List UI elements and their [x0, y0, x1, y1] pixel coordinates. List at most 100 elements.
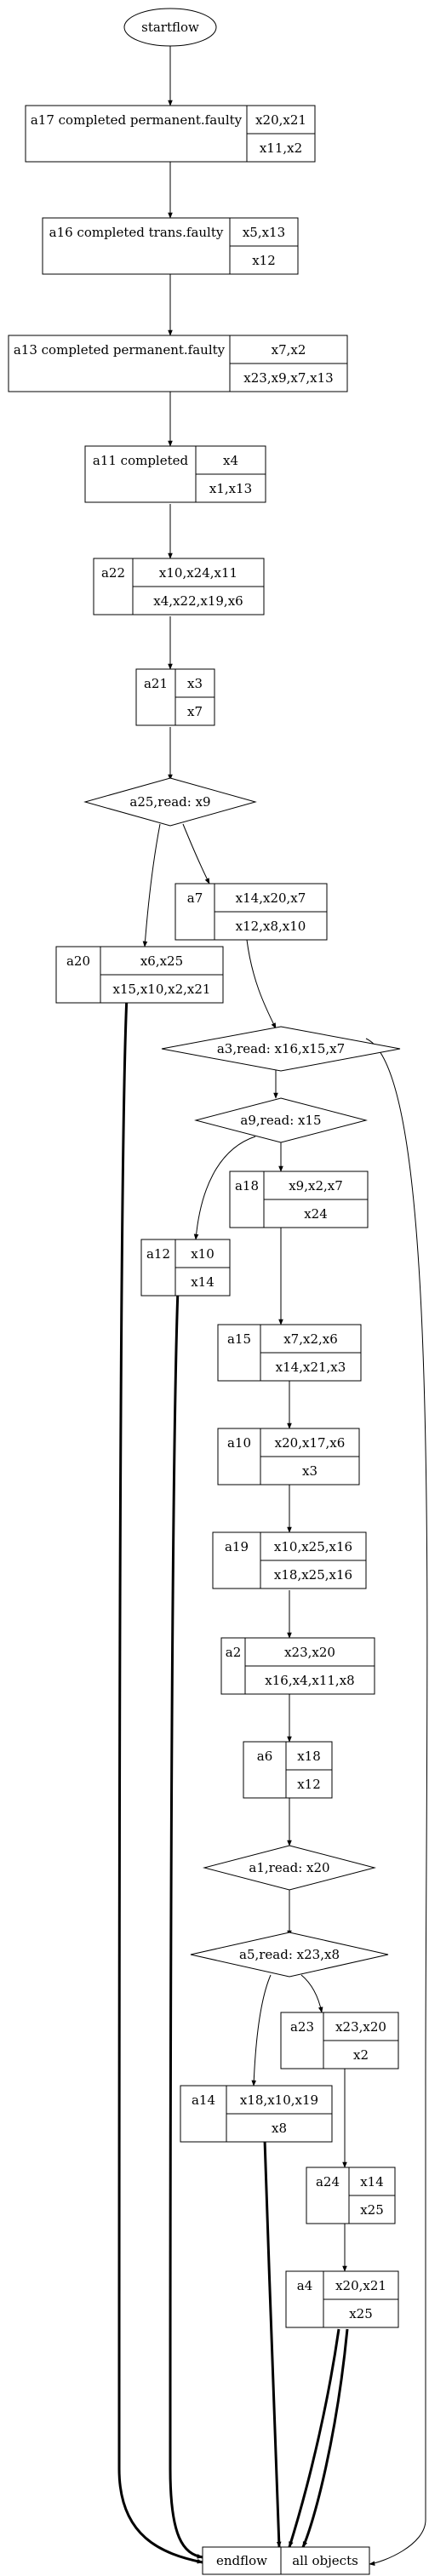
start-label: startflow	[141, 20, 199, 35]
edges	[117, 46, 428, 2566]
node-a13-reads: x23,x9,x7,x13	[243, 370, 333, 386]
node-a19-reads: x18,x25,x16	[274, 1567, 352, 1583]
node-a14-writes: x18,x10,x19	[240, 2092, 318, 2108]
node-a22: a22 x10,x24,x11 x4,x22,x19,x6	[93, 558, 265, 615]
node-a19-name: a19	[225, 1539, 249, 1554]
node-a10-name: a10	[227, 1435, 251, 1451]
endflow-label: endflow	[216, 2553, 267, 2568]
node-a16-reads: x12	[252, 253, 276, 268]
edge-a4-endflow-2	[301, 2328, 349, 2548]
node-a13-writes: x7,x2	[272, 342, 306, 358]
node-a23-writes: x23,x20	[335, 2019, 386, 2035]
node-a7-reads: x12,x8,x10	[236, 919, 306, 934]
node-a12-writes: x10	[191, 1246, 214, 1262]
edge-a5-a23	[300, 1974, 323, 2013]
node-a2-name: a2	[226, 1645, 242, 1660]
node-a21-reads: x7	[187, 704, 203, 719]
node-a15: a15 x7,x2,x6 x14,x21,x3	[217, 1324, 362, 1382]
node-a15-name: a15	[227, 1331, 251, 1347]
decision-a5-label: a5,read: x23,x8	[239, 1947, 340, 1962]
node-a14: a14 x18,x10,x19 x8	[180, 2085, 333, 2143]
decision-a3-label: a3,read: x16,x15,x7	[217, 1041, 345, 1056]
start-node: startflow	[123, 8, 217, 47]
decision-a3: a3,read: x16,x15,x7	[161, 1026, 401, 1072]
node-a17-writes: x20,x21	[255, 112, 306, 128]
edge-a7-a3	[246, 939, 277, 1029]
node-a7-name: a7	[187, 890, 203, 906]
node-a11-writes: x4	[223, 453, 238, 468]
node-a24-reads: x25	[360, 2202, 384, 2218]
node-a7-writes: x14,x20,x7	[236, 890, 306, 906]
node-a4-writes: x20,x21	[335, 2278, 386, 2293]
node-a24: a24 x14 x25	[306, 2167, 396, 2224]
node-a10-writes: x20,x17,x6	[275, 1435, 346, 1451]
node-a23-name: a23	[290, 2019, 314, 2035]
node-a24-writes: x14	[360, 2174, 384, 2190]
decision-a5: a5,read: x23,x8	[190, 1932, 389, 1978]
node-a7: a7 x14,x20,x7 x12,x8,x10	[174, 883, 328, 941]
edge-a5-a14	[251, 1974, 272, 2087]
node-a6: a6 x18 x12	[243, 1741, 333, 1799]
node-a16-writes: x5,x13	[243, 225, 285, 240]
node-a20-reads: x15,x10,x2,x21	[113, 982, 211, 997]
node-a18-writes: x9,x2,x7	[289, 1178, 343, 1194]
decision-a1-label: a1,read: x20	[249, 1860, 329, 1875]
node-a21-name: a21	[144, 676, 168, 691]
node-a13-name: a13 completed permanent.faulty	[14, 342, 226, 358]
node-a17: a17 completed permanent.faulty x20,x21 x11…	[25, 105, 316, 163]
end-node: endflow all objects	[202, 2546, 370, 2575]
node-a22-writes: x10,x24,x11	[159, 565, 237, 581]
all-objects-label: all objects	[292, 2553, 358, 2568]
node-a23-reads: x2	[353, 2047, 369, 2063]
node-a23: a23 x23,x20 x2	[280, 2012, 399, 2069]
decision-a25: a25,read: x9	[83, 777, 257, 827]
node-a12-name: a12	[146, 1246, 170, 1262]
node-a12: a12 x10 x14	[140, 1239, 231, 1297]
node-a14-reads: x8	[272, 2121, 287, 2136]
node-a17-reads: x11,x2	[260, 140, 302, 156]
node-a10: a10 x20,x17,x6 x3	[217, 1428, 360, 1485]
node-a15-reads: x14,x21,x3	[276, 1360, 346, 1375]
node-a21-writes: x3	[187, 676, 203, 691]
node-a24-name: a24	[316, 2174, 340, 2190]
edge-a4-endflow-1	[288, 2328, 340, 2548]
node-a11-name: a11 completed	[93, 453, 189, 468]
node-a6-writes: x18	[297, 1749, 321, 1764]
node-a6-reads: x12	[297, 1777, 321, 1792]
node-a17-name: a17 completed permanent.faulty	[31, 112, 243, 128]
decision-a1: a1,read: x20	[203, 1845, 376, 1891]
node-a20-writes: x6,x25	[140, 953, 183, 969]
node-a22-name: a22	[101, 565, 125, 581]
node-a16-name: a16 completed trans.faulty	[49, 225, 224, 240]
node-a13: a13 completed permanent.faulty x7,x2 x23,x…	[8, 335, 348, 392]
edge-a3-endflow	[365, 1038, 428, 2566]
node-a2-reads: x16,x4,x11,x8	[265, 1673, 354, 1688]
node-a15-writes: x7,x2,x6	[283, 1331, 338, 1347]
decision-a25-label: a25,read: x9	[129, 794, 210, 810]
edge-a14-endflow	[262, 2114, 282, 2548]
node-a22-reads: x4,x22,x19,x6	[153, 593, 243, 609]
node-a18-reads: x24	[304, 1206, 328, 1222]
node-a4-name: a4	[297, 2278, 313, 2293]
decision-nodes: a25,read: x9 a3,read: x16,x15,x7 a9,read: …	[83, 777, 401, 1978]
decision-a9: a9,read: x15	[194, 1097, 368, 1143]
node-a6-name: a6	[257, 1749, 273, 1764]
edge-a9-a12	[193, 1136, 256, 1240]
node-a12-reads: x14	[191, 1274, 214, 1290]
edge-a20-endflow	[117, 980, 203, 2564]
edge-a25-a20	[142, 823, 161, 947]
node-a10-reads: x3	[302, 1463, 317, 1479]
edge-a25-a7	[182, 823, 210, 884]
node-a14-name: a14	[192, 2092, 215, 2108]
activity-nodes: a17 completed permanent.faulty x20,x21 x11…	[8, 105, 399, 2328]
node-a21: a21 x3 x7	[135, 668, 215, 726]
edge-a12-endflow	[169, 1268, 203, 2559]
decision-a9-label: a9,read: x15	[240, 1113, 321, 1128]
